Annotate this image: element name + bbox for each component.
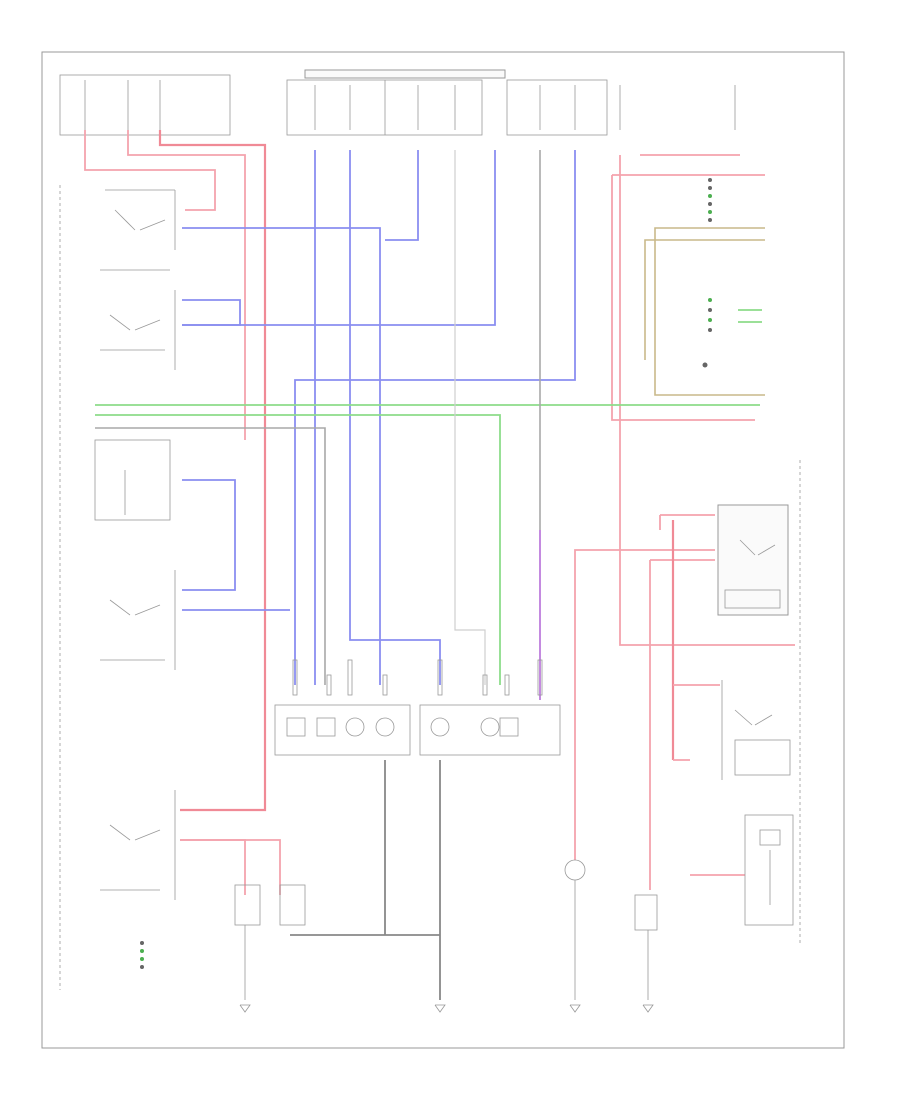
left-front-combo bbox=[274, 704, 411, 756]
left-fog-lamp bbox=[234, 884, 306, 1000]
headlight-relay bbox=[717, 504, 789, 616]
connector-legend-left bbox=[140, 941, 144, 969]
connector-legend-top-right bbox=[702, 178, 712, 368]
low-beam-right bbox=[94, 439, 171, 521]
taillight-right bbox=[744, 814, 794, 926]
olive-wires bbox=[644, 227, 765, 396]
fuse-block-right bbox=[506, 79, 736, 136]
tail-lamp-left bbox=[564, 859, 586, 1000]
green-ground-wires bbox=[95, 309, 762, 685]
high-beam-relay bbox=[100, 189, 176, 271]
gray-wires bbox=[95, 150, 541, 1000]
blue-signal-wires bbox=[182, 150, 576, 685]
fuse-block-center bbox=[286, 69, 506, 136]
connector-pins bbox=[292, 659, 543, 696]
diagram-border bbox=[41, 51, 845, 1049]
low-beam-relay bbox=[100, 570, 176, 670]
red-power-wires bbox=[84, 130, 795, 895]
taillight-relay bbox=[721, 680, 791, 780]
tail-lamp-right bbox=[634, 894, 658, 1000]
fuse-block-left bbox=[59, 74, 231, 136]
front-fog-relay bbox=[100, 790, 176, 900]
ground-symbols bbox=[239, 1004, 654, 1013]
right-front-combo bbox=[419, 704, 561, 756]
auto-headlamp-relay bbox=[100, 290, 176, 370]
